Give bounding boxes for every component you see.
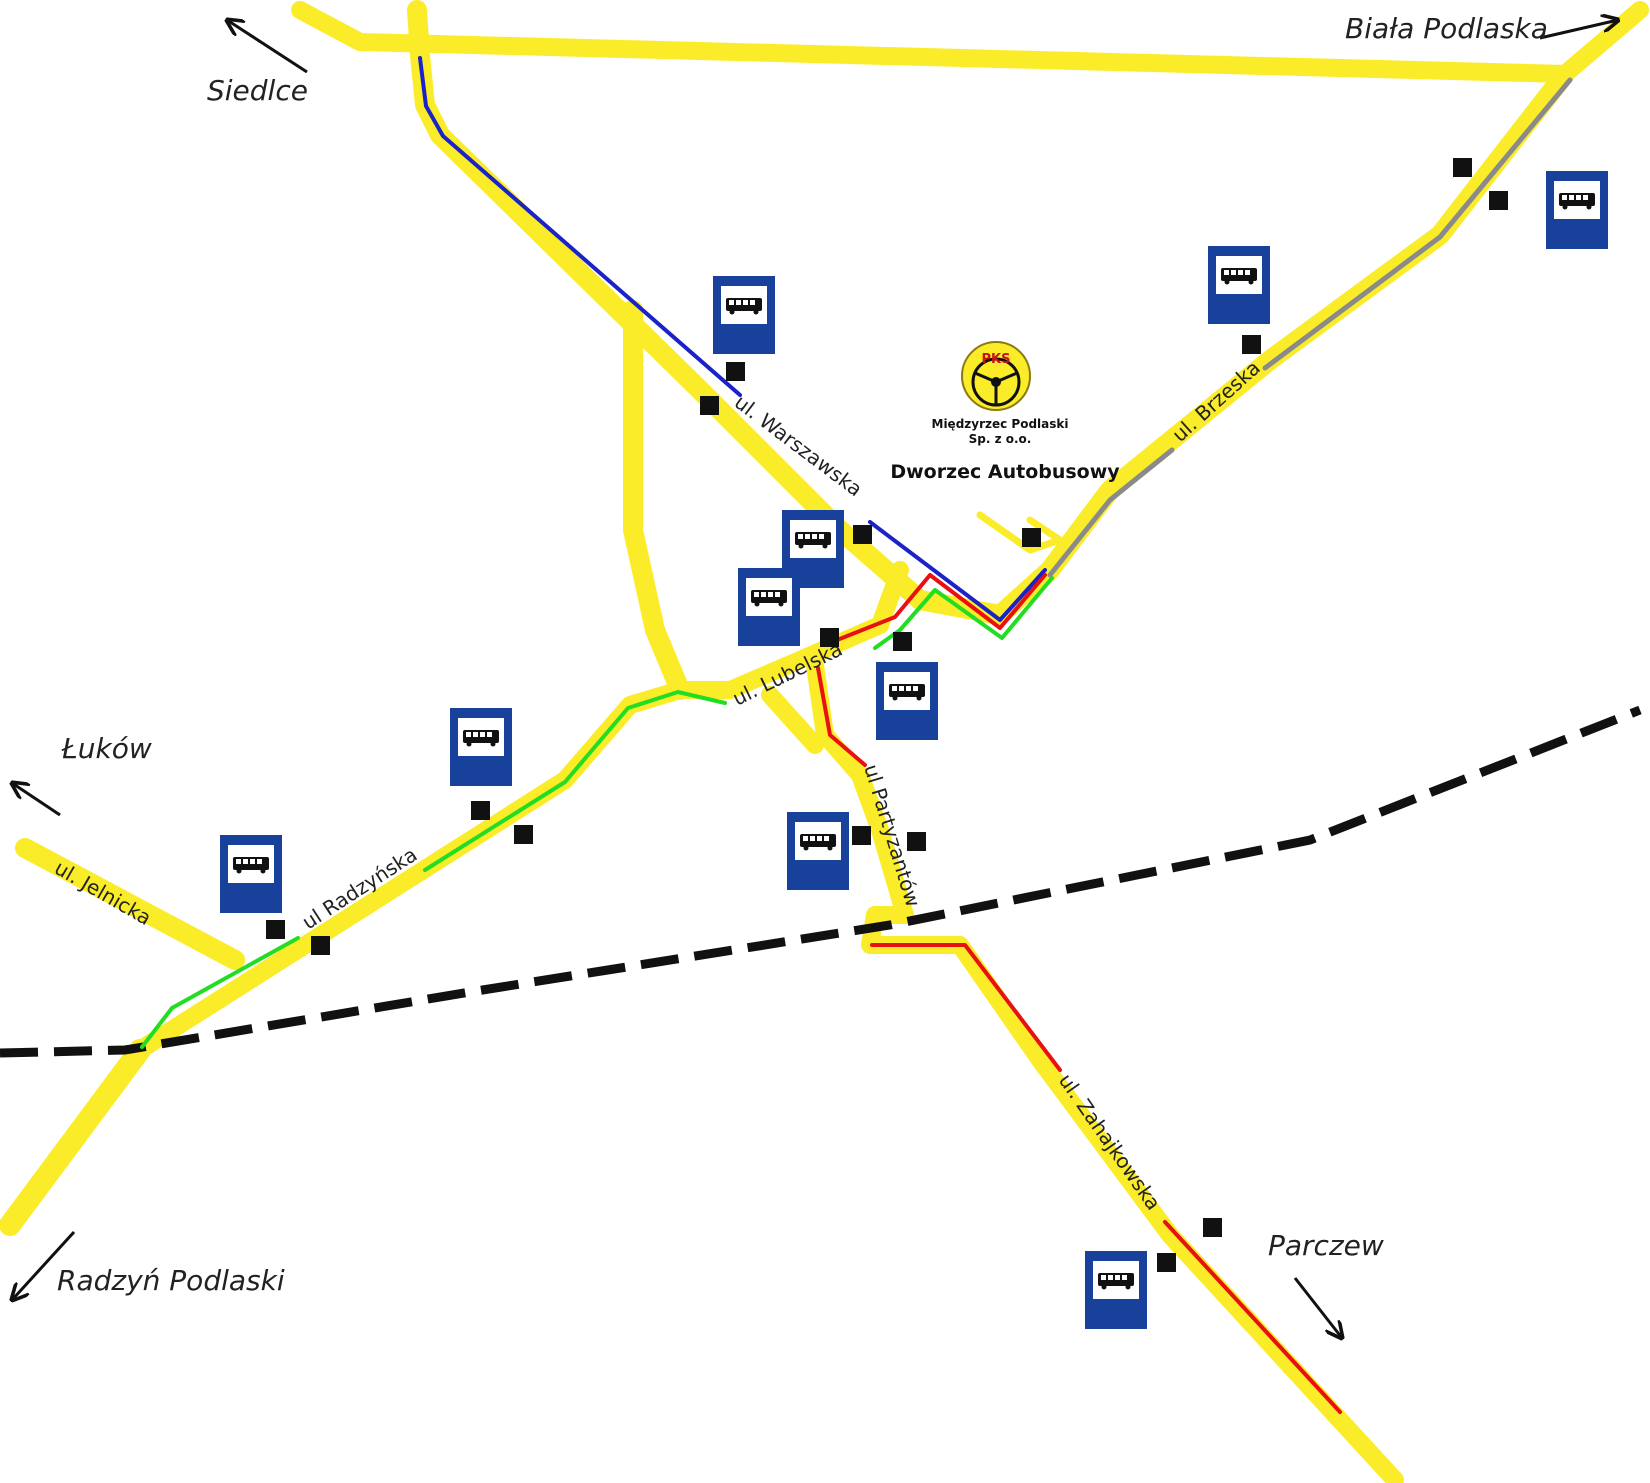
stop-marker-icon[interactable] [1022, 528, 1041, 547]
direction-label-biala-podlaska: Biała Podlaska [1345, 12, 1548, 45]
company-name: Międzyrzec Podlaski [932, 417, 1069, 431]
road-radzynska-south [0, 1039, 151, 1236]
street-label-brzeska: ul. Brzeska [1167, 356, 1265, 447]
bus-stop-sign-icon[interactable] [876, 662, 938, 740]
bus-stop-sign-icon[interactable] [787, 812, 849, 890]
direction-label-parczew: Parczew [1268, 1229, 1384, 1262]
stop-marker-icon[interactable] [726, 362, 745, 381]
logo-abbreviation: PKS [982, 352, 1011, 367]
road-west-bypass [623, 300, 690, 700]
route-green-2 [423, 690, 727, 872]
route-red-3 [870, 943, 1062, 1072]
stop-marker-icon[interactable] [1203, 1218, 1222, 1237]
stop-marker-icon[interactable] [853, 525, 872, 544]
stop-marker-icon[interactable] [852, 826, 871, 845]
route-green [873, 576, 1054, 650]
bus-stop-sign-icon[interactable] [450, 708, 512, 786]
stop-marker-icon[interactable] [893, 632, 912, 651]
stop-marker-icon[interactable] [1157, 1253, 1176, 1272]
stop-marker-icon[interactable] [1242, 335, 1261, 354]
bus-stop-sign-icon[interactable] [1208, 246, 1270, 324]
stop-marker-icon[interactable] [700, 396, 719, 415]
arrow-icon [227, 20, 308, 74]
arrow-icon [12, 783, 61, 817]
road-station-access [976, 511, 1064, 554]
direction-label-lukow: Łuków [61, 732, 152, 765]
stop-markers [266, 158, 1508, 1272]
route-red-4 [1163, 1220, 1342, 1414]
arrow-icon [12, 1230, 76, 1300]
stop-marker-icon[interactable] [1453, 158, 1472, 177]
route-green-3 [140, 936, 300, 1049]
direction-label-radzyn-podlaski: Radzyń Podlaski [57, 1264, 285, 1297]
route-gray [1047, 447, 1175, 578]
route-red [830, 573, 1047, 644]
route-blue [418, 56, 742, 397]
bus-stop-sign-icon[interactable] [738, 568, 800, 646]
direction-label-siedlce: Siedlce [207, 74, 308, 107]
company-suffix: Sp. z o.o. [969, 432, 1032, 446]
stop-marker-icon[interactable] [266, 920, 285, 939]
route-gray-2 [1262, 77, 1573, 371]
stop-marker-icon[interactable] [907, 832, 926, 851]
steering-wheel-logo-icon: PKS [961, 341, 1031, 411]
road-brzeska [1040, 64, 1575, 580]
road-jelnicka [15, 838, 245, 970]
stop-marker-icon[interactable] [514, 825, 533, 844]
arrow-icon [1293, 1277, 1342, 1338]
road-spur-south [761, 686, 824, 754]
street-label-zahajkowska: ul. Zahajkowska [1054, 1069, 1166, 1214]
bus-stop-sign-icon[interactable] [1085, 1251, 1147, 1329]
route-blue-2 [868, 520, 1047, 622]
bus-stop-sign-icon[interactable] [220, 835, 282, 913]
route-red-2 [816, 666, 867, 767]
railway-line [0, 705, 1642, 1058]
stop-marker-icon[interactable] [311, 936, 330, 955]
stop-marker-icon[interactable] [471, 801, 490, 820]
bus-stop-sign-icon[interactable] [713, 276, 775, 354]
direction-arrows [12, 20, 1618, 1338]
bus-stop-signs [220, 171, 1608, 1329]
road-partyzantow [806, 656, 1404, 1483]
bus-stop-sign-icon[interactable] [1546, 171, 1608, 249]
stop-marker-icon[interactable] [820, 628, 839, 647]
arrow-icon [1539, 20, 1618, 40]
station-title: Dworzec Autobusowy [890, 461, 1120, 483]
stop-marker-icon[interactable] [1489, 191, 1508, 210]
bus-routes [140, 56, 1573, 1414]
street-label-jelnicka: ul. Jelnicka [51, 856, 156, 930]
road-northern-bypass [291, 1, 1649, 83]
